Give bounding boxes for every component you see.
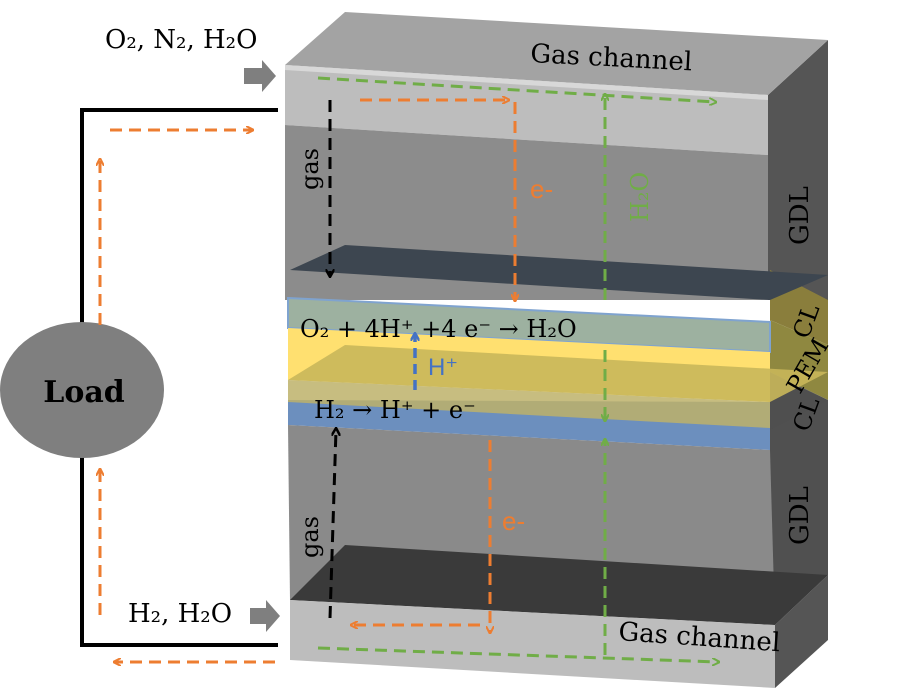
gdl-top — [285, 125, 828, 300]
inlet-arrow-cathode-icon — [244, 60, 276, 92]
anode-reaction-label: H₂ → H⁺ + e⁻ — [314, 396, 476, 424]
cl-bottom — [288, 380, 770, 450]
inlet-arrow-anode-icon — [250, 600, 280, 632]
gas-top-label: gas — [296, 148, 324, 190]
gdl-bottom — [288, 425, 828, 625]
electron-top-label: e- — [530, 174, 553, 204]
gas-paths — [330, 100, 336, 619]
gdl-top-label: GDL — [785, 186, 815, 245]
gdl-bottom-label: GDL — [785, 486, 815, 545]
load-label: Load — [43, 375, 125, 410]
cathode-reaction-label: O₂ + 4H⁺ +4 e⁻ → H₂O — [300, 315, 577, 343]
external-circuit — [80, 108, 278, 647]
pem-layer — [288, 328, 828, 402]
water-label: H₂O — [626, 172, 654, 222]
proton-label: H⁺ — [428, 354, 458, 381]
water-paths — [317, 76, 718, 662]
cathode-inlet-label: O₂, N₂, H₂O — [105, 25, 257, 55]
load-ellipse — [0, 322, 164, 458]
gas-channel-bottom — [290, 600, 775, 688]
anode-inlet-label: H₂, H₂O — [128, 599, 232, 629]
electron-paths — [100, 100, 515, 662]
gas-bottom-label: gas — [296, 516, 324, 558]
electron-bottom-label: e- — [502, 506, 525, 536]
